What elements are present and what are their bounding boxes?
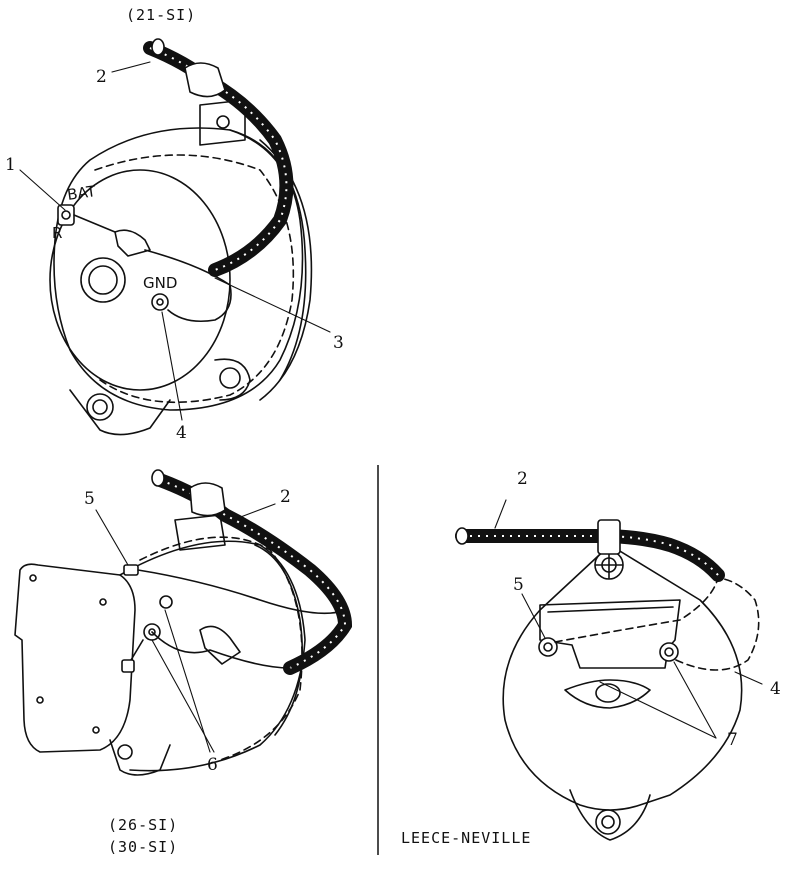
- bottom-right-alternator-view: [455, 499, 763, 841]
- bottom-right-callout-7: 7: [727, 730, 738, 750]
- gnd-terminal-label: GND: [143, 274, 177, 292]
- bottom-right-callout-5: 5: [513, 575, 524, 595]
- bottom-right-callout-4: 4: [770, 679, 781, 699]
- bottom-left-callout-5: 5: [84, 489, 95, 509]
- top-callout-2: 2: [96, 67, 107, 87]
- bottom-left-caption-26si: (26-SI): [108, 816, 178, 834]
- bottom-left-callout-2: 2: [280, 487, 291, 507]
- top-callout-1: 1: [5, 155, 16, 175]
- bottom-right-callout-2: 2: [517, 469, 528, 489]
- bottom-left-alternator-view: [14, 469, 353, 776]
- top-callout-4: 4: [176, 423, 187, 443]
- bottom-left-caption-30si: (30-SI): [108, 838, 178, 856]
- bottom-left-callout-6: 6: [207, 755, 218, 775]
- bat-terminal-label: BAT: [66, 182, 98, 204]
- top-callout-3: 3: [333, 333, 344, 353]
- top-view-caption: (21-SI): [126, 6, 196, 24]
- r-terminal-label: R: [52, 224, 62, 242]
- bottom-right-caption-leece-neville: LEECE-NEVILLE: [401, 829, 531, 847]
- top-alternator-view: [19, 38, 331, 436]
